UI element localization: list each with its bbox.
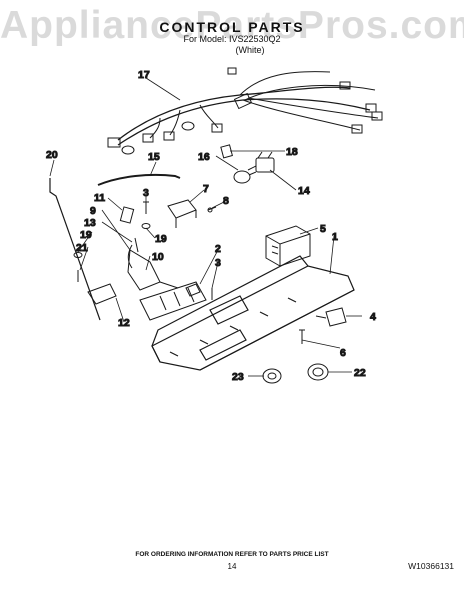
callout-5: 5 bbox=[320, 223, 326, 235]
callout-21: 21 bbox=[76, 242, 88, 254]
side-bracket-part bbox=[315, 307, 347, 327]
callout-3-upper: 3 bbox=[143, 187, 149, 199]
switch-bracket-part bbox=[167, 199, 197, 228]
control-housing-part bbox=[151, 255, 355, 371]
thermostat-control-part bbox=[127, 237, 179, 291]
callout-19-lower: 19 bbox=[80, 229, 92, 241]
callout-4: 4 bbox=[370, 311, 376, 323]
model-line: For Model: IVS22530Q2 bbox=[183, 34, 281, 44]
mount-bracket-part bbox=[119, 206, 135, 224]
ordering-note: FOR ORDERING INFORMATION REFER TO PARTS … bbox=[135, 551, 329, 558]
light-bulb-part bbox=[233, 170, 257, 184]
callout-15: 15 bbox=[148, 151, 160, 163]
callout-8: 8 bbox=[223, 195, 229, 207]
screw-part bbox=[207, 206, 217, 213]
callout-1: 1 bbox=[332, 231, 338, 243]
control-rod-part bbox=[49, 178, 101, 321]
tube-part bbox=[97, 173, 181, 186]
control-bracket-part bbox=[87, 281, 207, 321]
callout-10: 10 bbox=[152, 251, 164, 263]
screw-part-housing bbox=[299, 329, 305, 344]
callout-7: 7 bbox=[203, 183, 209, 195]
callout-12: 12 bbox=[118, 317, 130, 329]
wire-harness-part bbox=[107, 67, 383, 155]
callout-9: 9 bbox=[90, 205, 96, 217]
page-number: 14 bbox=[227, 562, 237, 571]
callout-19-upper: 19 bbox=[155, 233, 167, 245]
callout-16: 16 bbox=[198, 151, 210, 163]
callout-14: 14 bbox=[298, 185, 310, 197]
push-button-left-part bbox=[262, 368, 282, 384]
knob-shaft-part bbox=[185, 283, 201, 297]
callout-23: 23 bbox=[232, 371, 244, 383]
callout-20: 20 bbox=[46, 149, 58, 161]
callout-6: 6 bbox=[340, 347, 346, 359]
callout-18: 18 bbox=[286, 146, 298, 158]
callout-3-lower: 3 bbox=[215, 257, 221, 269]
lamp-socket-part bbox=[247, 151, 275, 173]
control-module-part bbox=[265, 225, 311, 267]
callout-22: 22 bbox=[354, 367, 366, 379]
callout-2: 2 bbox=[215, 243, 221, 255]
leader-lines bbox=[49, 77, 362, 377]
callout-13: 13 bbox=[84, 217, 96, 229]
washer-part-upper bbox=[141, 223, 151, 229]
push-button-right-part bbox=[307, 363, 329, 381]
watermark-text: AppliancePartsPros.com bbox=[0, 4, 464, 47]
color-line: (White) bbox=[235, 45, 265, 55]
screw-part-upper bbox=[143, 201, 149, 214]
callout-11: 11 bbox=[94, 192, 105, 204]
callout-17: 17 bbox=[138, 69, 150, 81]
page-title: CONTROL PARTS bbox=[159, 19, 305, 35]
document-number: W10366131 bbox=[408, 561, 454, 571]
clip-part bbox=[220, 144, 233, 159]
